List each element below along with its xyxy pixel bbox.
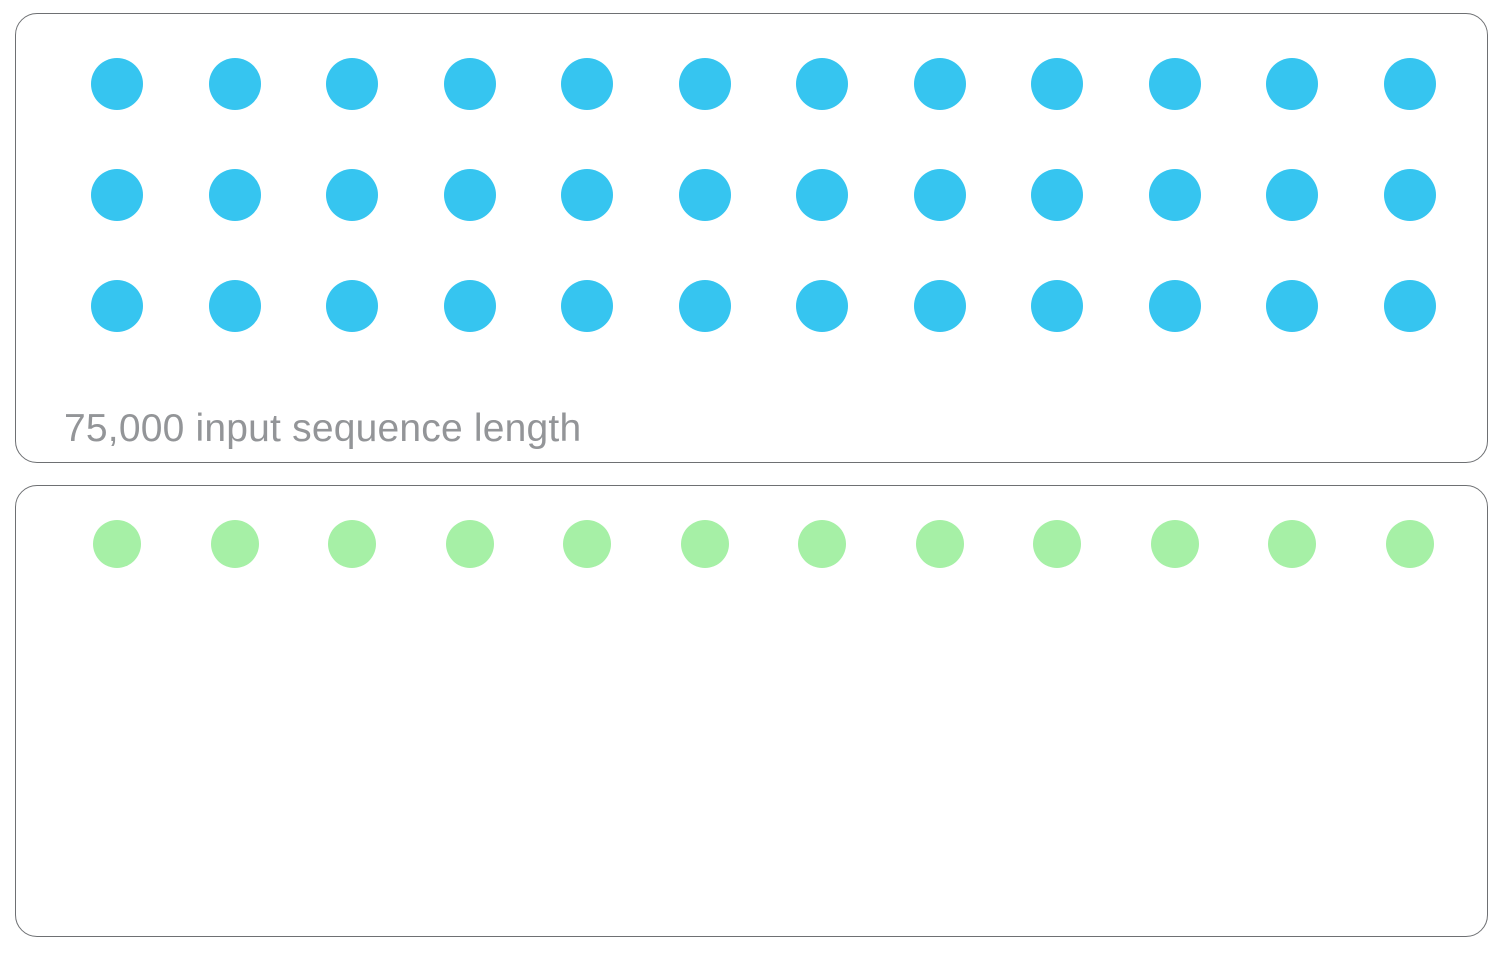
output-token-dot: [1268, 520, 1316, 568]
input-sequence-card: 75,000 input sequence length: [15, 13, 1488, 463]
input-sequence-caption: 75,000 input sequence length: [64, 407, 582, 450]
output-token-dot: [93, 520, 141, 568]
input-token-dot: [1148, 58, 1201, 110]
input-token-dot: [1031, 169, 1083, 221]
input-token-dot: [326, 280, 378, 332]
input-token-dot: [1031, 280, 1083, 332]
output-token-dot: [563, 520, 611, 568]
output-token-dot: [1150, 520, 1199, 568]
output-token-dot: [798, 520, 846, 568]
input-token-dot: [1031, 58, 1083, 110]
input-token-dot: [1148, 169, 1201, 221]
input-token-dot: [1383, 280, 1436, 332]
input-token-dot: [326, 58, 378, 110]
input-token-dot: [1266, 169, 1318, 221]
input-token-dot-grid: [16, 14, 1487, 462]
input-token-dot: [678, 280, 731, 332]
input-token-dot: [678, 58, 731, 110]
output-token-dot: [1385, 520, 1434, 568]
input-token-dot: [91, 280, 143, 332]
output-token-dot: [915, 520, 964, 568]
input-token-dot: [561, 58, 613, 110]
input-token-dot: [443, 280, 496, 332]
input-token-dot: [1266, 58, 1318, 110]
input-token-dot: [208, 280, 261, 332]
input-token-dot: [208, 58, 261, 110]
input-token-dot: [913, 169, 966, 221]
input-token-dot: [796, 280, 848, 332]
input-token-dot: [1266, 280, 1318, 332]
input-token-dot: [913, 58, 966, 110]
input-token-dot: [796, 169, 848, 221]
output-token-dot: [445, 520, 494, 568]
input-token-dot: [443, 58, 496, 110]
input-token-dot: [1383, 58, 1436, 110]
input-token-dot: [561, 280, 613, 332]
input-token-dot: [208, 169, 261, 221]
input-token-dot: [678, 169, 731, 221]
input-token-dot: [443, 169, 496, 221]
input-token-dot: [326, 169, 378, 221]
output-token-dot: [328, 520, 376, 568]
input-token-dot: [1383, 169, 1436, 221]
input-token-dot: [1148, 280, 1201, 332]
output-token-dot: [210, 520, 259, 568]
output-token-dot: [680, 520, 729, 568]
output-sequence-card: 25,000 output sequence length: [15, 485, 1488, 937]
output-token-dot-grid: [16, 486, 1487, 936]
input-token-dot: [91, 58, 143, 110]
output-token-dot: [1033, 520, 1081, 568]
input-token-dot: [796, 58, 848, 110]
input-token-dot: [91, 169, 143, 221]
input-token-dot: [561, 169, 613, 221]
input-token-dot: [913, 280, 966, 332]
